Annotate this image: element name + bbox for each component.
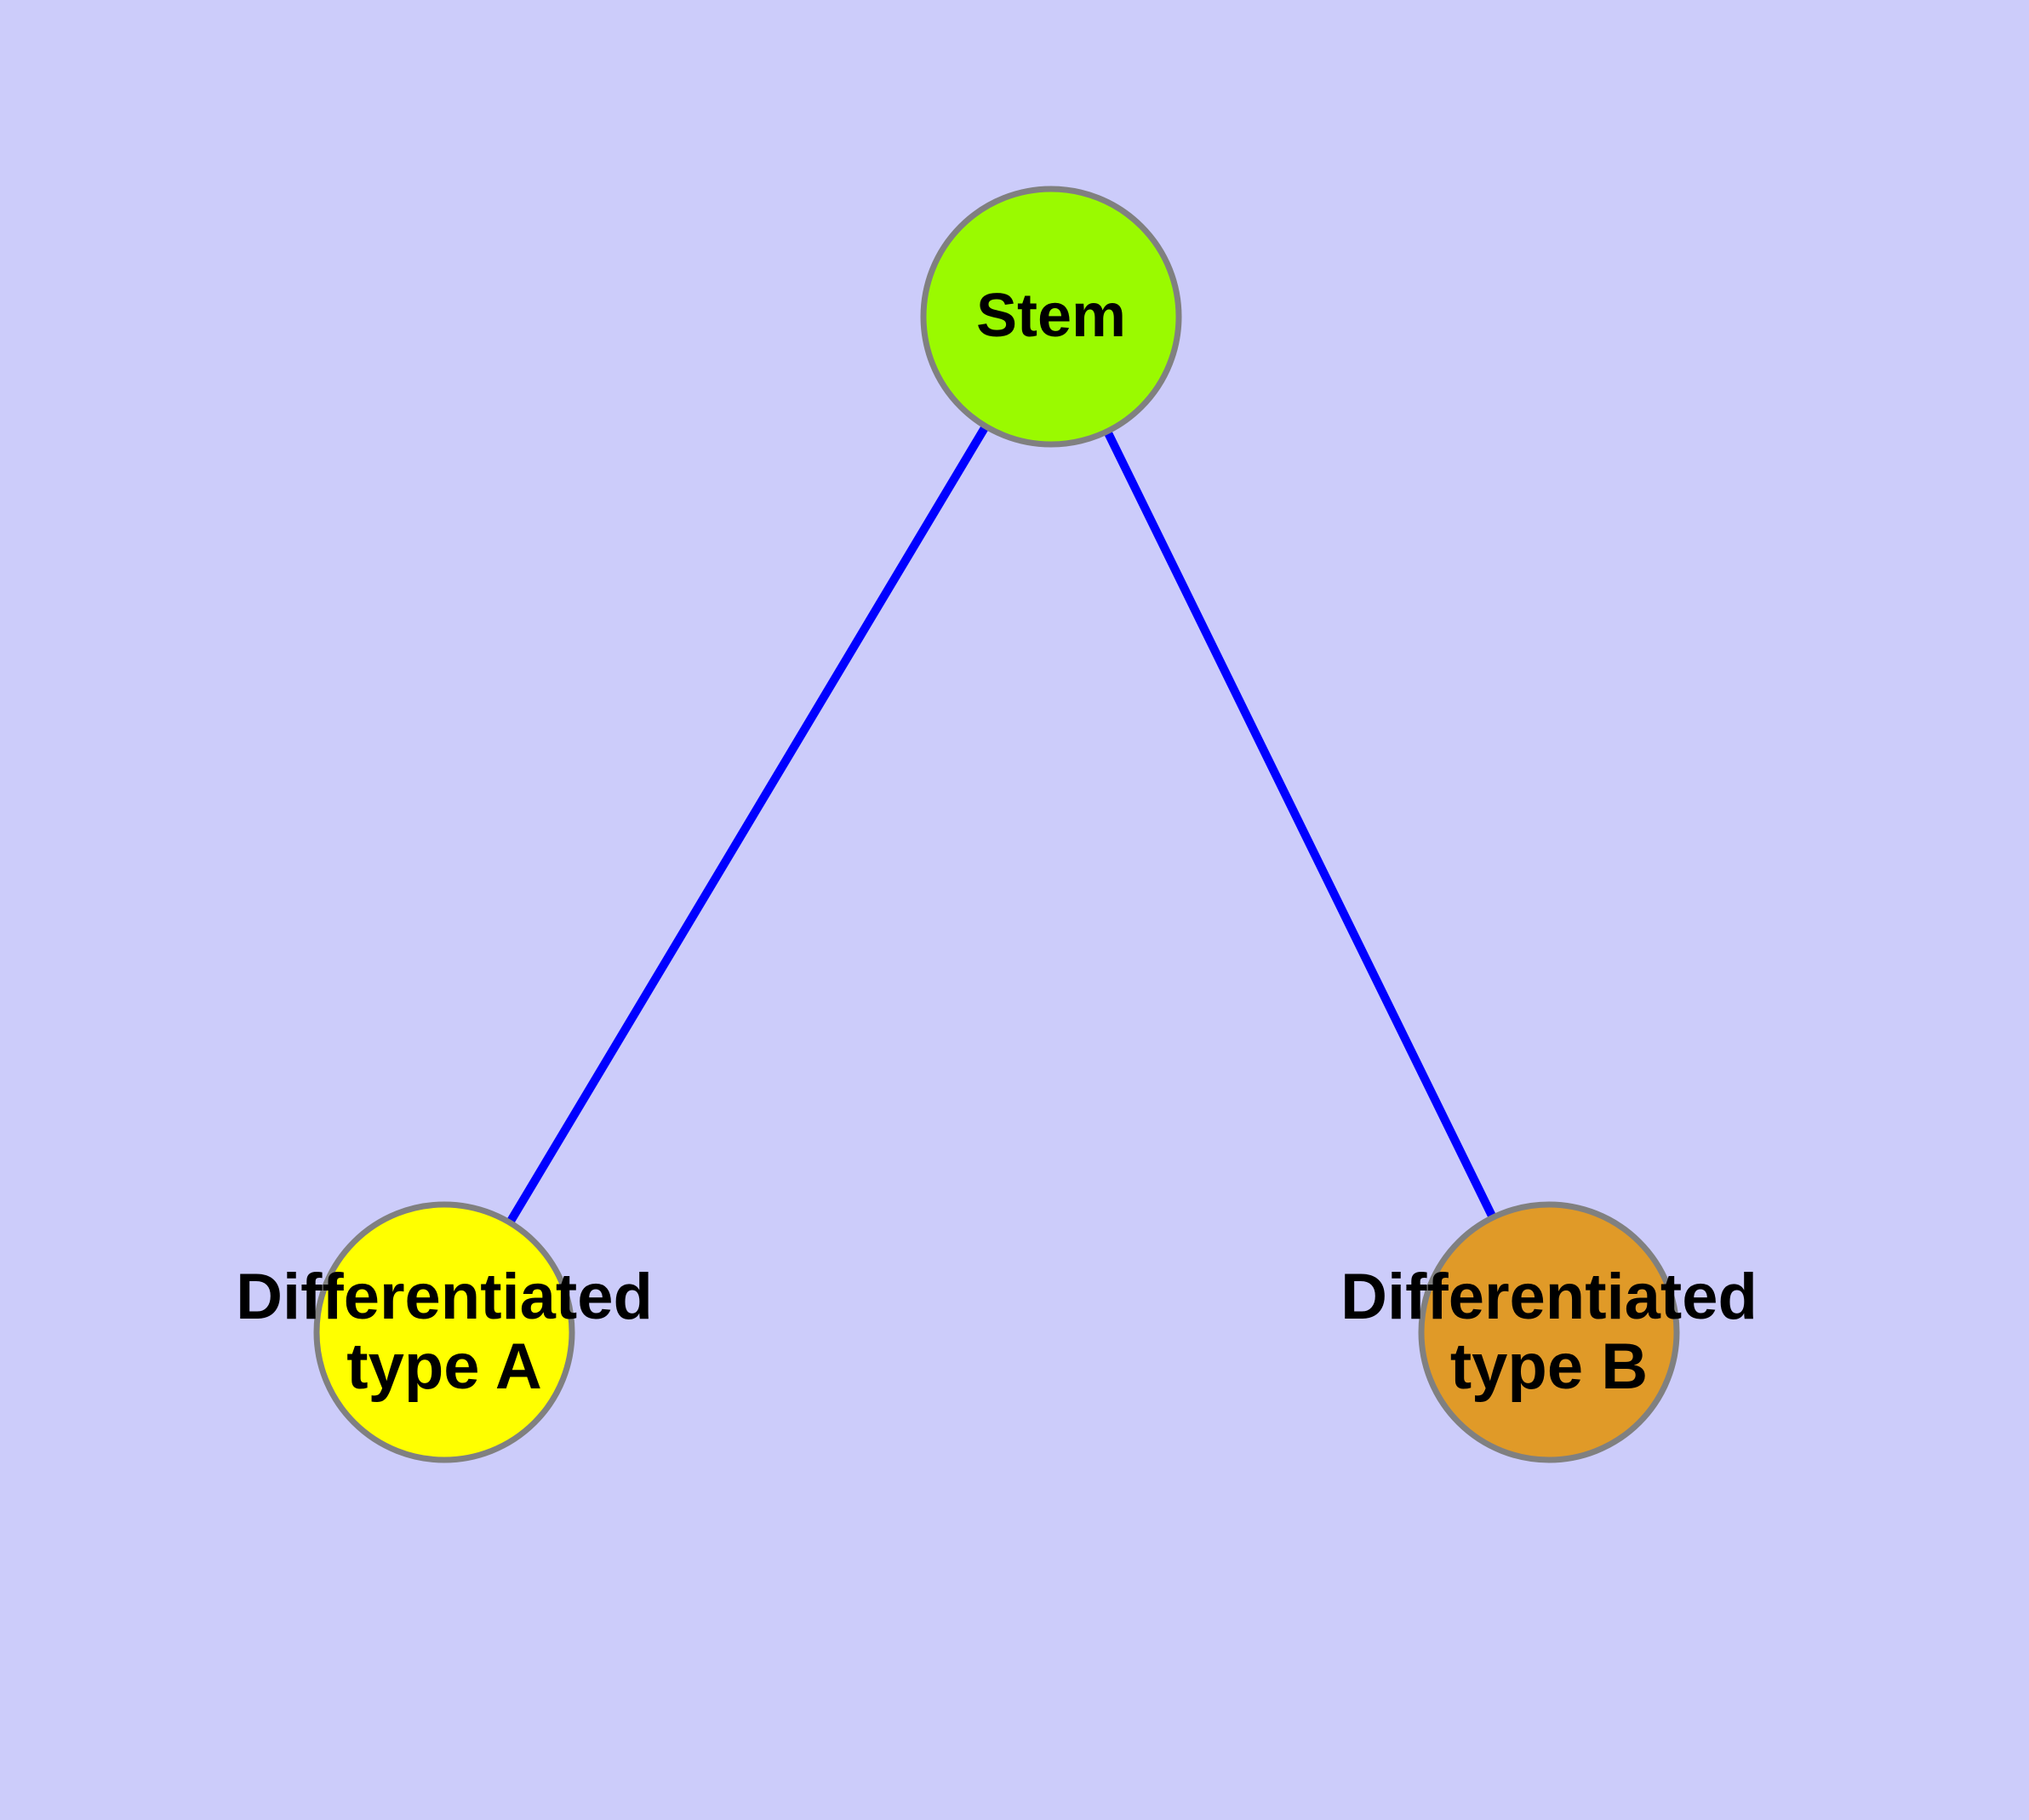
edge-stem-to-differentiated-type-b[interactable] xyxy=(1103,429,1497,1220)
edges-layer xyxy=(506,424,1497,1225)
edge-stem-to-differentiated-type-a[interactable] xyxy=(506,424,990,1225)
nodes-layer xyxy=(313,186,1680,1463)
node-stem[interactable] xyxy=(920,186,1182,448)
node-differentiated-type-b[interactable] xyxy=(1418,1201,1680,1463)
node-differentiated-type-a[interactable] xyxy=(313,1201,575,1463)
